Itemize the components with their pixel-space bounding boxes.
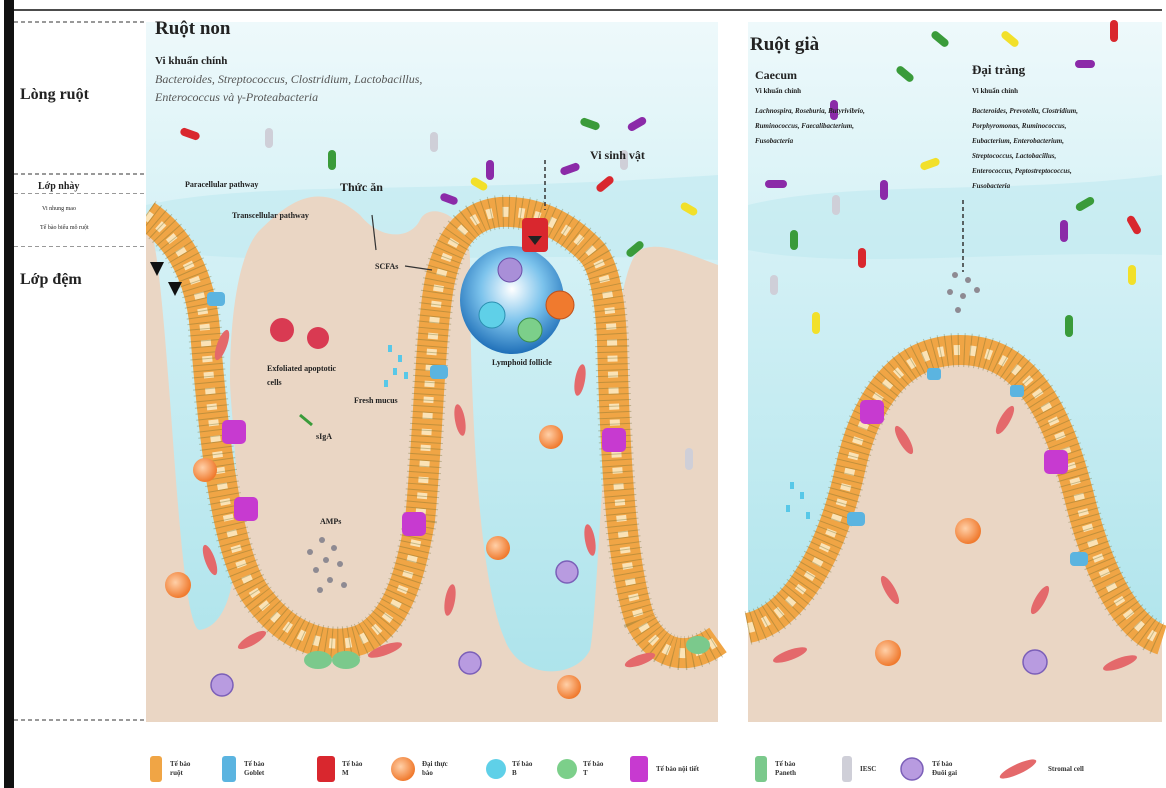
small-intestine-bacteria-line1: Bacteroides, Streptococcus, Clostridium,… [155, 72, 422, 87]
caecum-bacteria-heading: Vi khuẩn chính [755, 87, 801, 95]
legend-item-iesc: IESC [860, 752, 876, 786]
small-intestine-bacteria-heading: Vi khuẩn chính [155, 55, 227, 67]
label-siga: sIgA [316, 432, 332, 441]
legend-item-m-cell: Tế bào M [342, 752, 362, 786]
label-transcellular: Transcellular pathway [232, 211, 309, 220]
colon-title: Đại tràng [972, 62, 1025, 78]
label-thuc-an: Thức ăn [340, 180, 383, 195]
label-amps: AMPs [320, 517, 341, 526]
large-intestine-title: Ruột già [750, 34, 819, 56]
legend-label: Tế bào nội tiết [656, 765, 699, 774]
label-scfas: SCFAs [375, 262, 398, 271]
label-fresh-mucus: Fresh mucus [354, 396, 398, 405]
colon-bacteria-list: Bacteroides, Prevotella, Clostridium, Po… [972, 104, 1078, 194]
legend-label: Tế bào M [342, 760, 362, 778]
legend-item-goblet: Tế bào Goblet [244, 752, 264, 786]
legend-item-endocrine: Tế bào nội tiết [656, 752, 699, 786]
legend-label: IESC [860, 765, 876, 774]
caecum-title: Caecum [755, 68, 797, 83]
legend-item-macrophage: Đại thực bào [422, 752, 448, 786]
legend-item-b-cell: Tế bào B [512, 752, 532, 786]
legend-label: Tế bào Goblet [244, 760, 264, 778]
label-te-bao-bieu-mo: Tế bào biểu mô ruột [40, 225, 89, 231]
label-lop-dem: Lớp đệm [20, 271, 82, 289]
label-long-ruot: Lòng ruột [20, 86, 89, 104]
legend-label: Tế bào B [512, 760, 532, 778]
legend-label: Tế bào Đuôi gai [932, 760, 957, 778]
label-paracellular: Paracellular pathway [185, 180, 258, 189]
left-border-bar [4, 0, 14, 788]
label-vi-sinh-vat: Vi sinh vật [590, 148, 645, 163]
legend-item-dendritic: Tế bào Đuôi gai [932, 752, 957, 786]
legend-label: Đại thực bào [422, 760, 448, 778]
legend-label: Tế bào Paneth [775, 760, 796, 778]
legend-label: Tế bào T [583, 760, 603, 778]
legend-item-stromal: Stromal cell [1048, 752, 1084, 786]
label-vi-nhung-mao: Vi nhung mao [42, 206, 76, 212]
colon-bacteria-heading: Vi khuẩn chính [972, 87, 1018, 95]
label-exfoliated-cells: Exfoliated apoptotic cells [267, 362, 336, 390]
layer-separators [14, 22, 146, 720]
legend-item-paneth: Tế bào Paneth [775, 752, 796, 786]
legend-label: Stromal cell [1048, 765, 1084, 774]
caecum-bacteria-list: Lachnospira, Roseburia, Butyrivibrio, Ru… [755, 104, 865, 149]
legend-item-t-cell: Tế bào T [583, 752, 603, 786]
legend-label: Tế bào ruột [170, 760, 190, 778]
label-lop-nhay: Lớp nhày [38, 181, 79, 192]
label-lymphoid-follicle: Lymphoid follicle [492, 358, 552, 367]
small-intestine-bacteria-line2: Enterococcus và γ-Proteabacteria [155, 90, 318, 105]
legend-item-enterocyte: Tế bào ruột [170, 752, 190, 786]
small-intestine-title: Ruột non [155, 18, 231, 40]
